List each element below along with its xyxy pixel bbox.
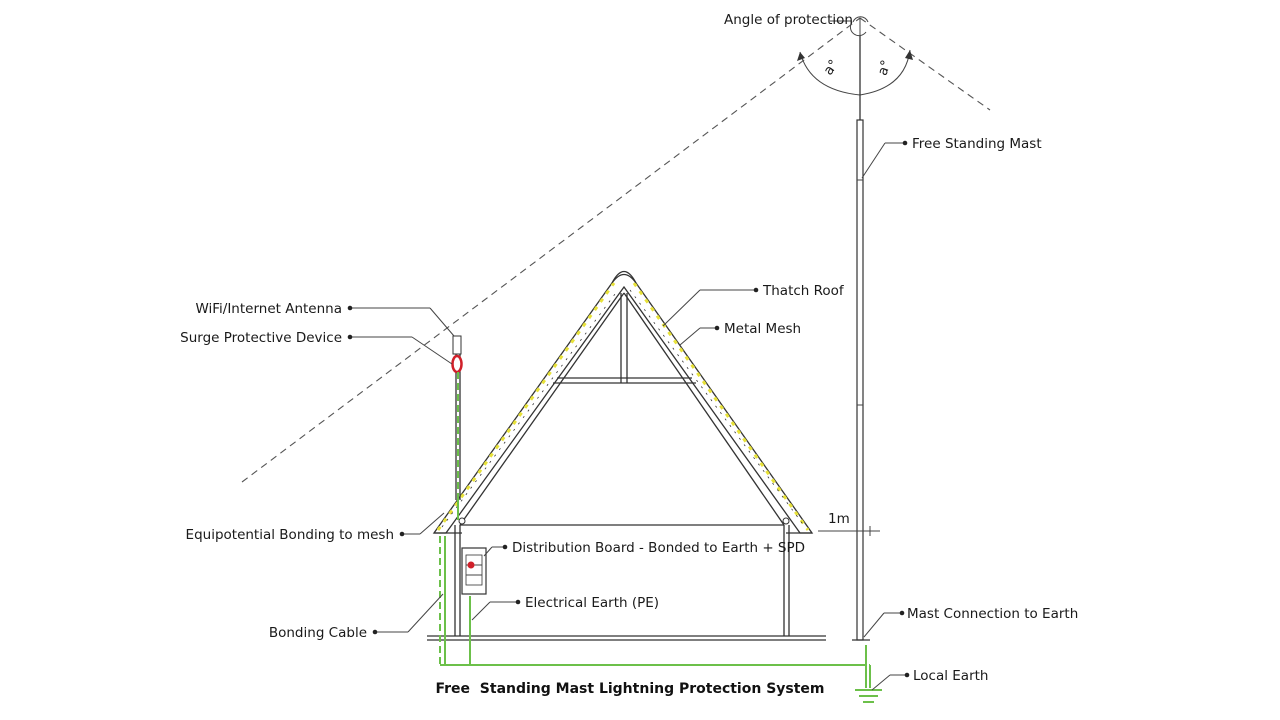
house-walls xyxy=(454,524,790,636)
protection-cone xyxy=(241,17,991,483)
free-standing-mast-label: Free Standing Mast xyxy=(912,136,1042,152)
thatch-roof-label: Thatch Roof xyxy=(762,283,845,299)
earth-symbol xyxy=(855,689,882,703)
diagram-title: Free Standing Mast Lightning Protection … xyxy=(435,681,824,697)
distribution-board xyxy=(461,547,487,595)
bonding-cable-label: Bonding Cable xyxy=(269,625,367,641)
equipotential-bonding-label: Equipotential Bonding to mesh xyxy=(186,527,394,543)
electrical-earth-label: Electrical Earth (PE) xyxy=(525,595,659,611)
surge-protective-device-label: Surge Protective Device xyxy=(180,330,342,346)
leader-lines xyxy=(350,20,907,691)
angle-indicator: a° a° xyxy=(797,16,913,96)
free-standing-mast xyxy=(852,36,870,641)
dimension-1m: 1m xyxy=(818,511,880,536)
mast-connection-label: Mast Connection to Earth xyxy=(907,606,1078,622)
ground-line xyxy=(427,635,826,641)
distribution-board-label: Distribution Board - Bonded to Earth + S… xyxy=(512,540,805,556)
angle-of-protection-label: Angle of protection xyxy=(724,12,853,28)
wifi-antenna-label: WiFi/Internet Antenna xyxy=(195,301,342,317)
dimension-1m-label: 1m xyxy=(828,511,850,527)
angle-symbol-right: a° xyxy=(875,58,895,78)
local-earth-label: Local Earth xyxy=(913,668,988,684)
angle-symbol-left: a° xyxy=(820,57,842,78)
metal-mesh-label: Metal Mesh xyxy=(724,321,801,337)
surge-protective-device xyxy=(451,354,463,374)
leader-dots xyxy=(347,140,910,678)
thatch-roof xyxy=(432,270,814,534)
bonding-cables xyxy=(439,372,871,688)
